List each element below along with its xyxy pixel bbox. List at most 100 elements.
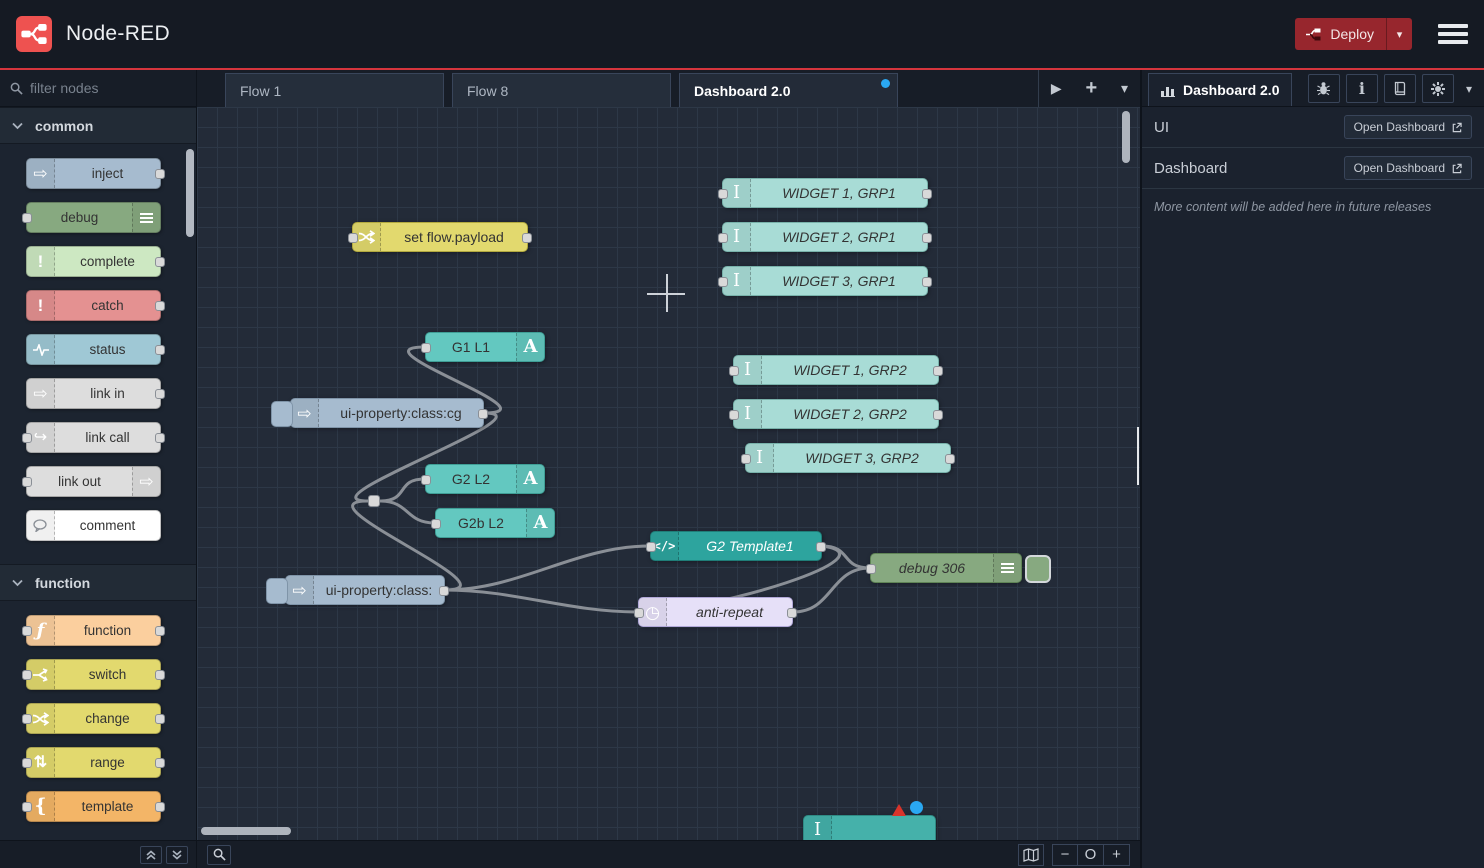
- wire[interactable]: [378, 499, 437, 525]
- navigator-map-button[interactable]: [1018, 843, 1044, 866]
- wire[interactable]: [443, 588, 640, 614]
- input-port[interactable]: [866, 564, 876, 574]
- output-port[interactable]: [439, 586, 449, 596]
- canvas-vertical-scrollbar[interactable]: [1122, 111, 1130, 163]
- output-port[interactable]: [787, 608, 797, 618]
- wire[interactable]: [407, 345, 502, 415]
- input-port[interactable]: [729, 410, 739, 420]
- output-port[interactable]: [945, 454, 955, 464]
- zoom-reset-button[interactable]: O: [1078, 843, 1104, 866]
- palette-node-link-in[interactable]: ⇨link in: [26, 378, 165, 409]
- deploy-button[interactable]: Deploy ▾: [1295, 18, 1412, 50]
- wire[interactable]: [351, 499, 462, 592]
- output-port[interactable]: [933, 366, 943, 376]
- inject-trigger-button[interactable]: [271, 401, 293, 427]
- inject-trigger-button[interactable]: [266, 578, 288, 604]
- flow-node-anti-repeat[interactable]: ◷anti-repeat: [634, 597, 797, 627]
- palette-node-switch[interactable]: switch: [22, 659, 165, 690]
- wire[interactable]: [354, 411, 498, 503]
- input-port[interactable]: [646, 542, 656, 552]
- search-flows-button[interactable]: [207, 844, 231, 865]
- input-port[interactable]: [431, 519, 441, 529]
- wire-junction[interactable]: [368, 495, 380, 507]
- output-port[interactable]: [922, 233, 932, 243]
- palette-node-comment[interactable]: comment: [26, 510, 161, 541]
- zoom-in-button[interactable]: +: [1104, 843, 1130, 866]
- deploy-caret-button[interactable]: ▾: [1386, 18, 1412, 50]
- flow-tab-flow-1[interactable]: Flow 1: [225, 73, 444, 107]
- input-port[interactable]: [718, 277, 728, 287]
- output-port[interactable]: [155, 626, 165, 636]
- output-port[interactable]: [155, 670, 165, 680]
- palette-node-template[interactable]: {template: [22, 791, 165, 822]
- input-port[interactable]: [22, 477, 32, 487]
- input-port[interactable]: [729, 366, 739, 376]
- wire[interactable]: [443, 544, 652, 592]
- expand-all-categories-button[interactable]: [166, 845, 188, 864]
- input-port[interactable]: [741, 454, 751, 464]
- flow-tab-dashboard-2.0[interactable]: Dashboard 2.0: [679, 73, 898, 107]
- output-port[interactable]: [155, 301, 165, 311]
- output-port[interactable]: [816, 542, 826, 552]
- flow-node-set-flow-payload[interactable]: set flow.payload: [348, 222, 532, 252]
- palette-node-status[interactable]: status: [26, 334, 165, 365]
- output-port[interactable]: [155, 758, 165, 768]
- palette-node-catch[interactable]: !catch: [26, 290, 165, 321]
- output-port[interactable]: [155, 345, 165, 355]
- output-port[interactable]: [155, 714, 165, 724]
- input-port[interactable]: [22, 213, 32, 223]
- palette-scrollbar[interactable]: [186, 149, 194, 237]
- flow-menu-caret-button[interactable]: ▾: [1121, 80, 1129, 96]
- palette-filter-input[interactable]: filter nodes: [0, 70, 196, 107]
- palette-node-complete[interactable]: !complete: [26, 246, 165, 277]
- bug-icon[interactable]: [1307, 74, 1340, 103]
- list-flows-button[interactable]: ▶: [1050, 80, 1062, 96]
- output-port[interactable]: [933, 410, 943, 420]
- output-port[interactable]: [155, 169, 165, 179]
- palette-node-link-call[interactable]: ↪link call: [22, 422, 165, 453]
- flow-node-debug-306[interactable]: debug 306: [866, 553, 1051, 583]
- palette-node-range[interactable]: ⇅range: [22, 747, 165, 778]
- palette-node-link-out[interactable]: link out⇨: [22, 466, 161, 497]
- flow-tab-flow-8[interactable]: Flow 8: [452, 73, 671, 107]
- input-port[interactable]: [22, 626, 32, 636]
- input-port[interactable]: [22, 802, 32, 812]
- input-port[interactable]: [22, 714, 32, 724]
- output-port[interactable]: [922, 189, 932, 199]
- output-port[interactable]: [478, 409, 488, 419]
- sidebar-resize-grip[interactable]: [1137, 427, 1139, 485]
- input-port[interactable]: [22, 670, 32, 680]
- palette-node-inject[interactable]: ⇨inject: [26, 158, 165, 189]
- wire[interactable]: [378, 477, 427, 503]
- input-port[interactable]: [634, 608, 644, 618]
- output-port[interactable]: [155, 802, 165, 812]
- output-port[interactable]: [522, 233, 532, 243]
- input-port[interactable]: [718, 189, 728, 199]
- flow-node-inject-ui-property[interactable]: ⇨ui-property:class:: [266, 575, 449, 605]
- flow-node-g2-template1[interactable]: </>G2 Template1: [646, 531, 826, 561]
- canvas-horizontal-scrollbar[interactable]: [201, 827, 291, 835]
- output-port[interactable]: [155, 389, 165, 399]
- palette-node-change[interactable]: change: [22, 703, 165, 734]
- book-icon[interactable]: [1383, 74, 1416, 103]
- sidebar-menu-caret-button[interactable]: ▾: [1465, 81, 1472, 96]
- flow-node-inject-ui-property-cg[interactable]: ⇨ui-property:class:cg: [271, 398, 488, 428]
- output-port[interactable]: [155, 257, 165, 267]
- input-port[interactable]: [348, 233, 358, 243]
- input-port[interactable]: [421, 475, 431, 485]
- flow-node-partial-node[interactable]: I: [803, 801, 936, 840]
- main-menu-button[interactable]: [1438, 20, 1468, 48]
- input-port[interactable]: [421, 343, 431, 353]
- wire[interactable]: [791, 566, 872, 614]
- zoom-out-button[interactable]: −: [1052, 843, 1078, 866]
- output-port[interactable]: [922, 277, 932, 287]
